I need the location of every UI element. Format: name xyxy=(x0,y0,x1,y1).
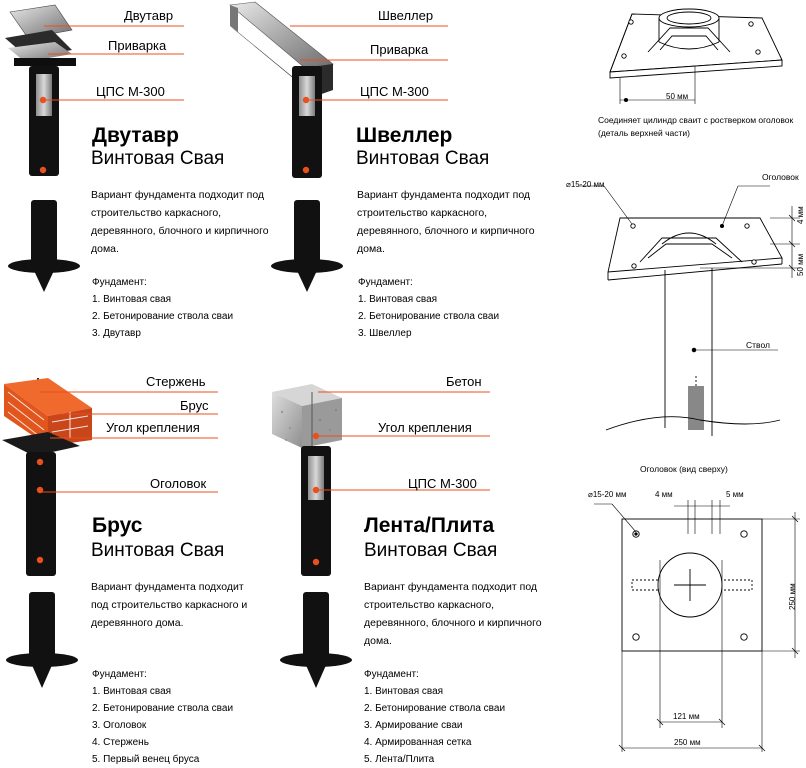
pile-4-label-concrete-mix: ЦПС М-300 xyxy=(408,476,477,491)
foundation-title: Фундамент: xyxy=(364,669,419,680)
pile-4-label-angle: Угол крепления xyxy=(378,420,472,435)
pile-3-label-rod: Стержень xyxy=(146,374,206,389)
drawing-side-head-label: Оголовок xyxy=(762,172,799,182)
pile-2-description: Вариант фундамента подходит под строител… xyxy=(357,189,535,255)
foundation-title: Фундамент: xyxy=(92,669,147,680)
pile-3-leaders xyxy=(40,391,218,493)
drawing-plan-hole-dim: ⌀15-20 мм xyxy=(588,490,627,499)
drawing-top-caption: Соединяет цилиндр сваит с ростверком ого… xyxy=(598,115,794,138)
drawing-side-head xyxy=(578,185,800,436)
pile-1-leaders xyxy=(44,25,184,101)
pile-3-label-head: Оголовок xyxy=(150,476,207,491)
pile-3-label-beam: Брус xyxy=(180,398,209,413)
pile-2-foundation: Фундамент: 1. Винтовая свая 2. Бетониров… xyxy=(358,274,538,342)
pile-4-foundation: Фундамент: 1. Винтовая свая 2. Бетониров… xyxy=(364,666,554,768)
pile-1-foundation: Фундамент: 1. Винтовая свая 2. Бетониров… xyxy=(92,274,272,342)
foundation-item: 3. Армирование сваи xyxy=(364,720,463,731)
foundation-item: 1. Винтовая свая xyxy=(92,686,172,697)
pile-2-title: Швеллер xyxy=(356,124,453,147)
hole-dim-value: 15-20 мм xyxy=(570,180,605,189)
pile-1-illustration xyxy=(5,4,80,292)
foundation-item: 1. Винтовая свая xyxy=(364,686,444,697)
pile-1-label-i-beam: Двутавр xyxy=(124,8,174,23)
foundation-item: 3. Швеллер xyxy=(358,328,412,339)
drawing-plan-title: Оголовок (вид сверху) xyxy=(640,464,728,474)
pile-2-leaders xyxy=(290,25,448,101)
pile-1-description: Вариант фундамента подходит под строител… xyxy=(91,189,269,255)
foundation-item: 2. Бетонирование ствола сваи xyxy=(364,703,506,714)
pile-4-label-concrete: Бетон xyxy=(446,374,482,389)
pile-2-label-weld: Приварка xyxy=(370,42,429,57)
pile-3-foundation: Фундамент: 1. Винтовая свая 2. Бетониров… xyxy=(92,666,272,768)
pile-2-label-concrete-mix: ЦПС М-300 xyxy=(360,84,429,99)
drawing-top-head xyxy=(609,8,783,104)
drawing-plan-dim-5: 5 мм xyxy=(726,490,744,499)
pile-3-title: Брус xyxy=(92,514,143,537)
hole-dim-value: 15-20 мм xyxy=(592,490,627,499)
drawing-side-hole-dim: ⌀15-20 мм xyxy=(566,180,605,189)
drawing-plan-dim-250-vertical: 250 мм xyxy=(788,583,797,610)
foundation-title: Фундамент: xyxy=(358,277,413,288)
pile-2-illustration xyxy=(229,1,343,292)
foundation-item: 5. Лента/Плита xyxy=(364,754,435,765)
foundation-item: 5. Первый венец бруса xyxy=(92,754,200,765)
drawing-plan-dim-4: 4 мм xyxy=(655,490,673,499)
pile-2-subtitle: Винтовая Свая xyxy=(356,148,490,169)
foundation-item: 1. Винтовая свая xyxy=(92,294,172,305)
foundation-item: 4. Стержень xyxy=(92,737,149,748)
pile-1-label-weld: Приварка xyxy=(108,38,167,53)
pile-1-subtitle: Винтовая Свая xyxy=(91,148,225,169)
foundation-item: 2. Бетонирование ствола сваи xyxy=(358,311,500,322)
pile-4-leaders xyxy=(318,391,490,491)
foundation-item: 4. Армированная сетка xyxy=(364,737,472,748)
pile-1-label-concrete-mix: ЦПС М-300 xyxy=(96,84,165,99)
drawing-side-shaft-label: Ствол xyxy=(746,340,770,350)
drawing-side-dim-4: 4 мм xyxy=(796,206,805,224)
drawing-plan-dim-250-horizontal: 250 мм xyxy=(674,738,701,747)
drawing-plan-head xyxy=(594,500,800,752)
pile-4-title: Лента/Плита xyxy=(364,514,495,537)
pile-4-description: Вариант фундамента подходит под строител… xyxy=(364,581,542,647)
pile-4-illustration xyxy=(272,384,352,688)
foundation-item: 2. Бетонирование ствола сваи xyxy=(92,703,234,714)
pile-3-illustration xyxy=(2,378,92,688)
pile-1-title: Двутавр xyxy=(92,124,179,147)
pile-3-label-angle: Угол крепления xyxy=(106,420,200,435)
foundation-item: 3. Двутавр xyxy=(92,328,141,339)
pile-3-subtitle: Винтовая Свая xyxy=(91,540,225,561)
pile-3-description: Вариант фундамента подходит под строител… xyxy=(91,581,248,629)
foundation-item: 1. Винтовая свая xyxy=(358,294,438,305)
drawing-side-dim-50: 50 мм xyxy=(796,253,805,276)
drawing-plan-dim-121: 121 мм xyxy=(673,712,700,721)
foundation-item: 2. Бетонирование ствола сваи xyxy=(92,311,234,322)
foundation-title: Фундамент: xyxy=(92,277,147,288)
drawing-top-dim-50: 50 мм xyxy=(666,92,689,101)
pile-2-label-channel: Швеллер xyxy=(378,8,434,23)
pile-4-subtitle: Винтовая Свая xyxy=(364,540,498,561)
foundation-item: 3. Оголовок xyxy=(92,720,147,731)
